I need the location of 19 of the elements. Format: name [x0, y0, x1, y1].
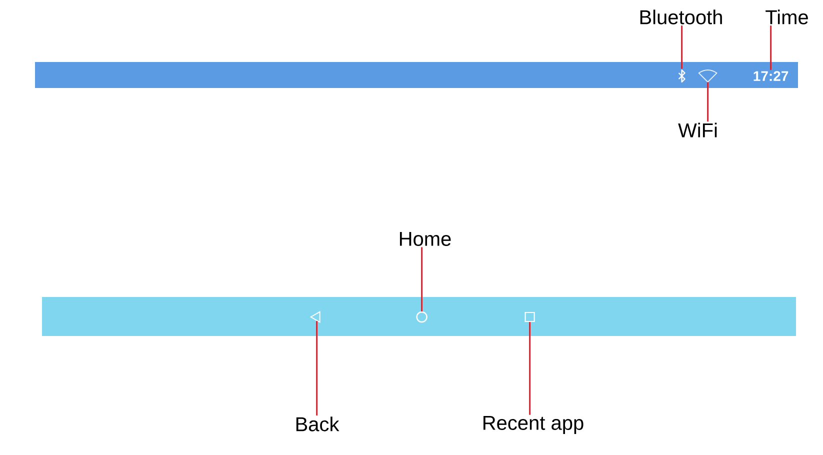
leader-line — [316, 321, 318, 416]
screen-bar — [42, 297, 796, 336]
callout-label: Time — [766, 10, 808, 24]
leader-line — [681, 26, 682, 69]
wifi-icon — [698, 70, 718, 82]
callout-label: Back — [296, 416, 340, 432]
callout-label: Recent app — [484, 416, 584, 434]
leader-line — [707, 82, 708, 122]
bluetooth-icon — [678, 69, 686, 83]
leader-line — [421, 247, 422, 312]
leader-line — [529, 322, 530, 415]
callout-label: WiFi — [678, 122, 717, 138]
callout-label: Bluetooth — [640, 10, 722, 24]
recent-apps-icon — [524, 312, 535, 322]
screen-bar — [35, 62, 798, 88]
clock-text: 17:27 — [754, 71, 788, 81]
home-icon — [416, 311, 428, 323]
leader-line — [770, 26, 772, 70]
callout-label: Home — [400, 232, 451, 246]
